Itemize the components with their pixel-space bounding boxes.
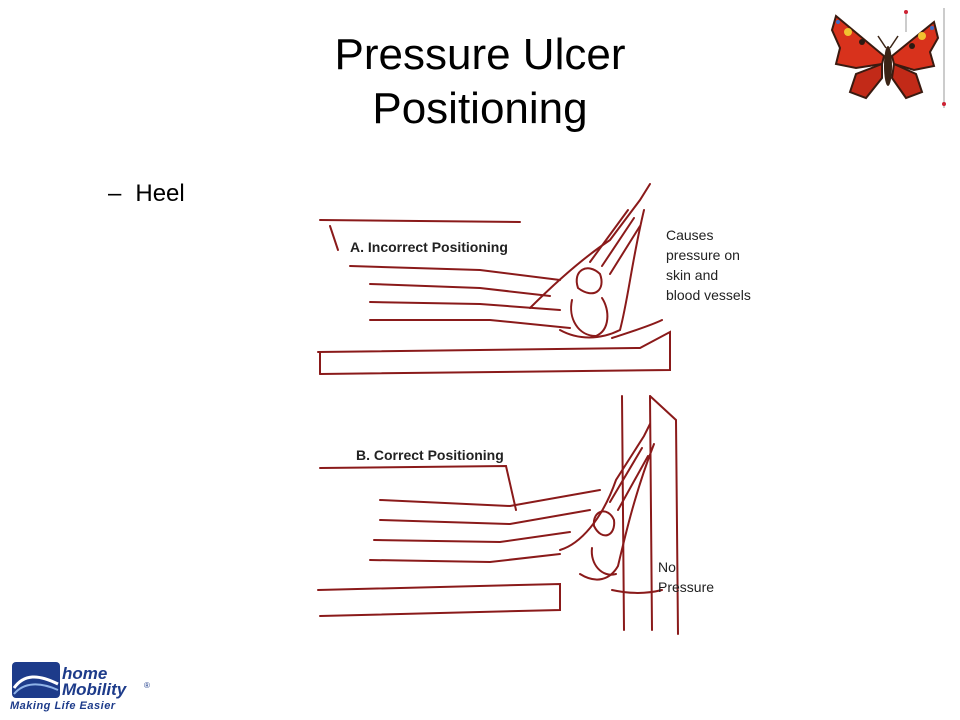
- home-mobility-logo: home Mobility ® Making Life Easier: [6, 656, 156, 716]
- note-a-line-1: Causes: [666, 227, 713, 243]
- registered-mark: ®: [144, 681, 150, 690]
- label-incorrect-positioning: A. Incorrect Positioning: [350, 239, 508, 255]
- note-a-line-4: blood vessels: [666, 287, 751, 303]
- correct-positioning-diagram: [317, 395, 679, 635]
- note-b-line-2: Pressure: [658, 579, 714, 595]
- heel-positioning-illustration: A. Incorrect Positioning Causes pressure…: [317, 183, 751, 635]
- note-b-line-1: No: [658, 559, 676, 575]
- title-line-2: Positioning: [372, 84, 588, 133]
- note-a-line-2: pressure on: [666, 247, 740, 263]
- label-correct-positioning: B. Correct Positioning: [356, 447, 504, 463]
- slide-title: Pressure Ulcer Positioning: [230, 28, 730, 136]
- logo-wave-icon: [12, 662, 60, 698]
- bullet-item: – Heel: [108, 180, 185, 208]
- incorrect-positioning-diagram: [317, 183, 671, 375]
- logo-text-mobility: Mobility: [62, 680, 127, 699]
- bullet-dash: –: [108, 180, 122, 207]
- bullet-text: Heel: [135, 180, 185, 207]
- note-a-line-3: skin and: [666, 267, 718, 283]
- logo-tagline: Making Life Easier: [10, 700, 116, 712]
- title-line-1: Pressure Ulcer: [334, 30, 626, 79]
- butterfly-icon: [830, 8, 946, 108]
- logo-text-home: home: [62, 664, 108, 683]
